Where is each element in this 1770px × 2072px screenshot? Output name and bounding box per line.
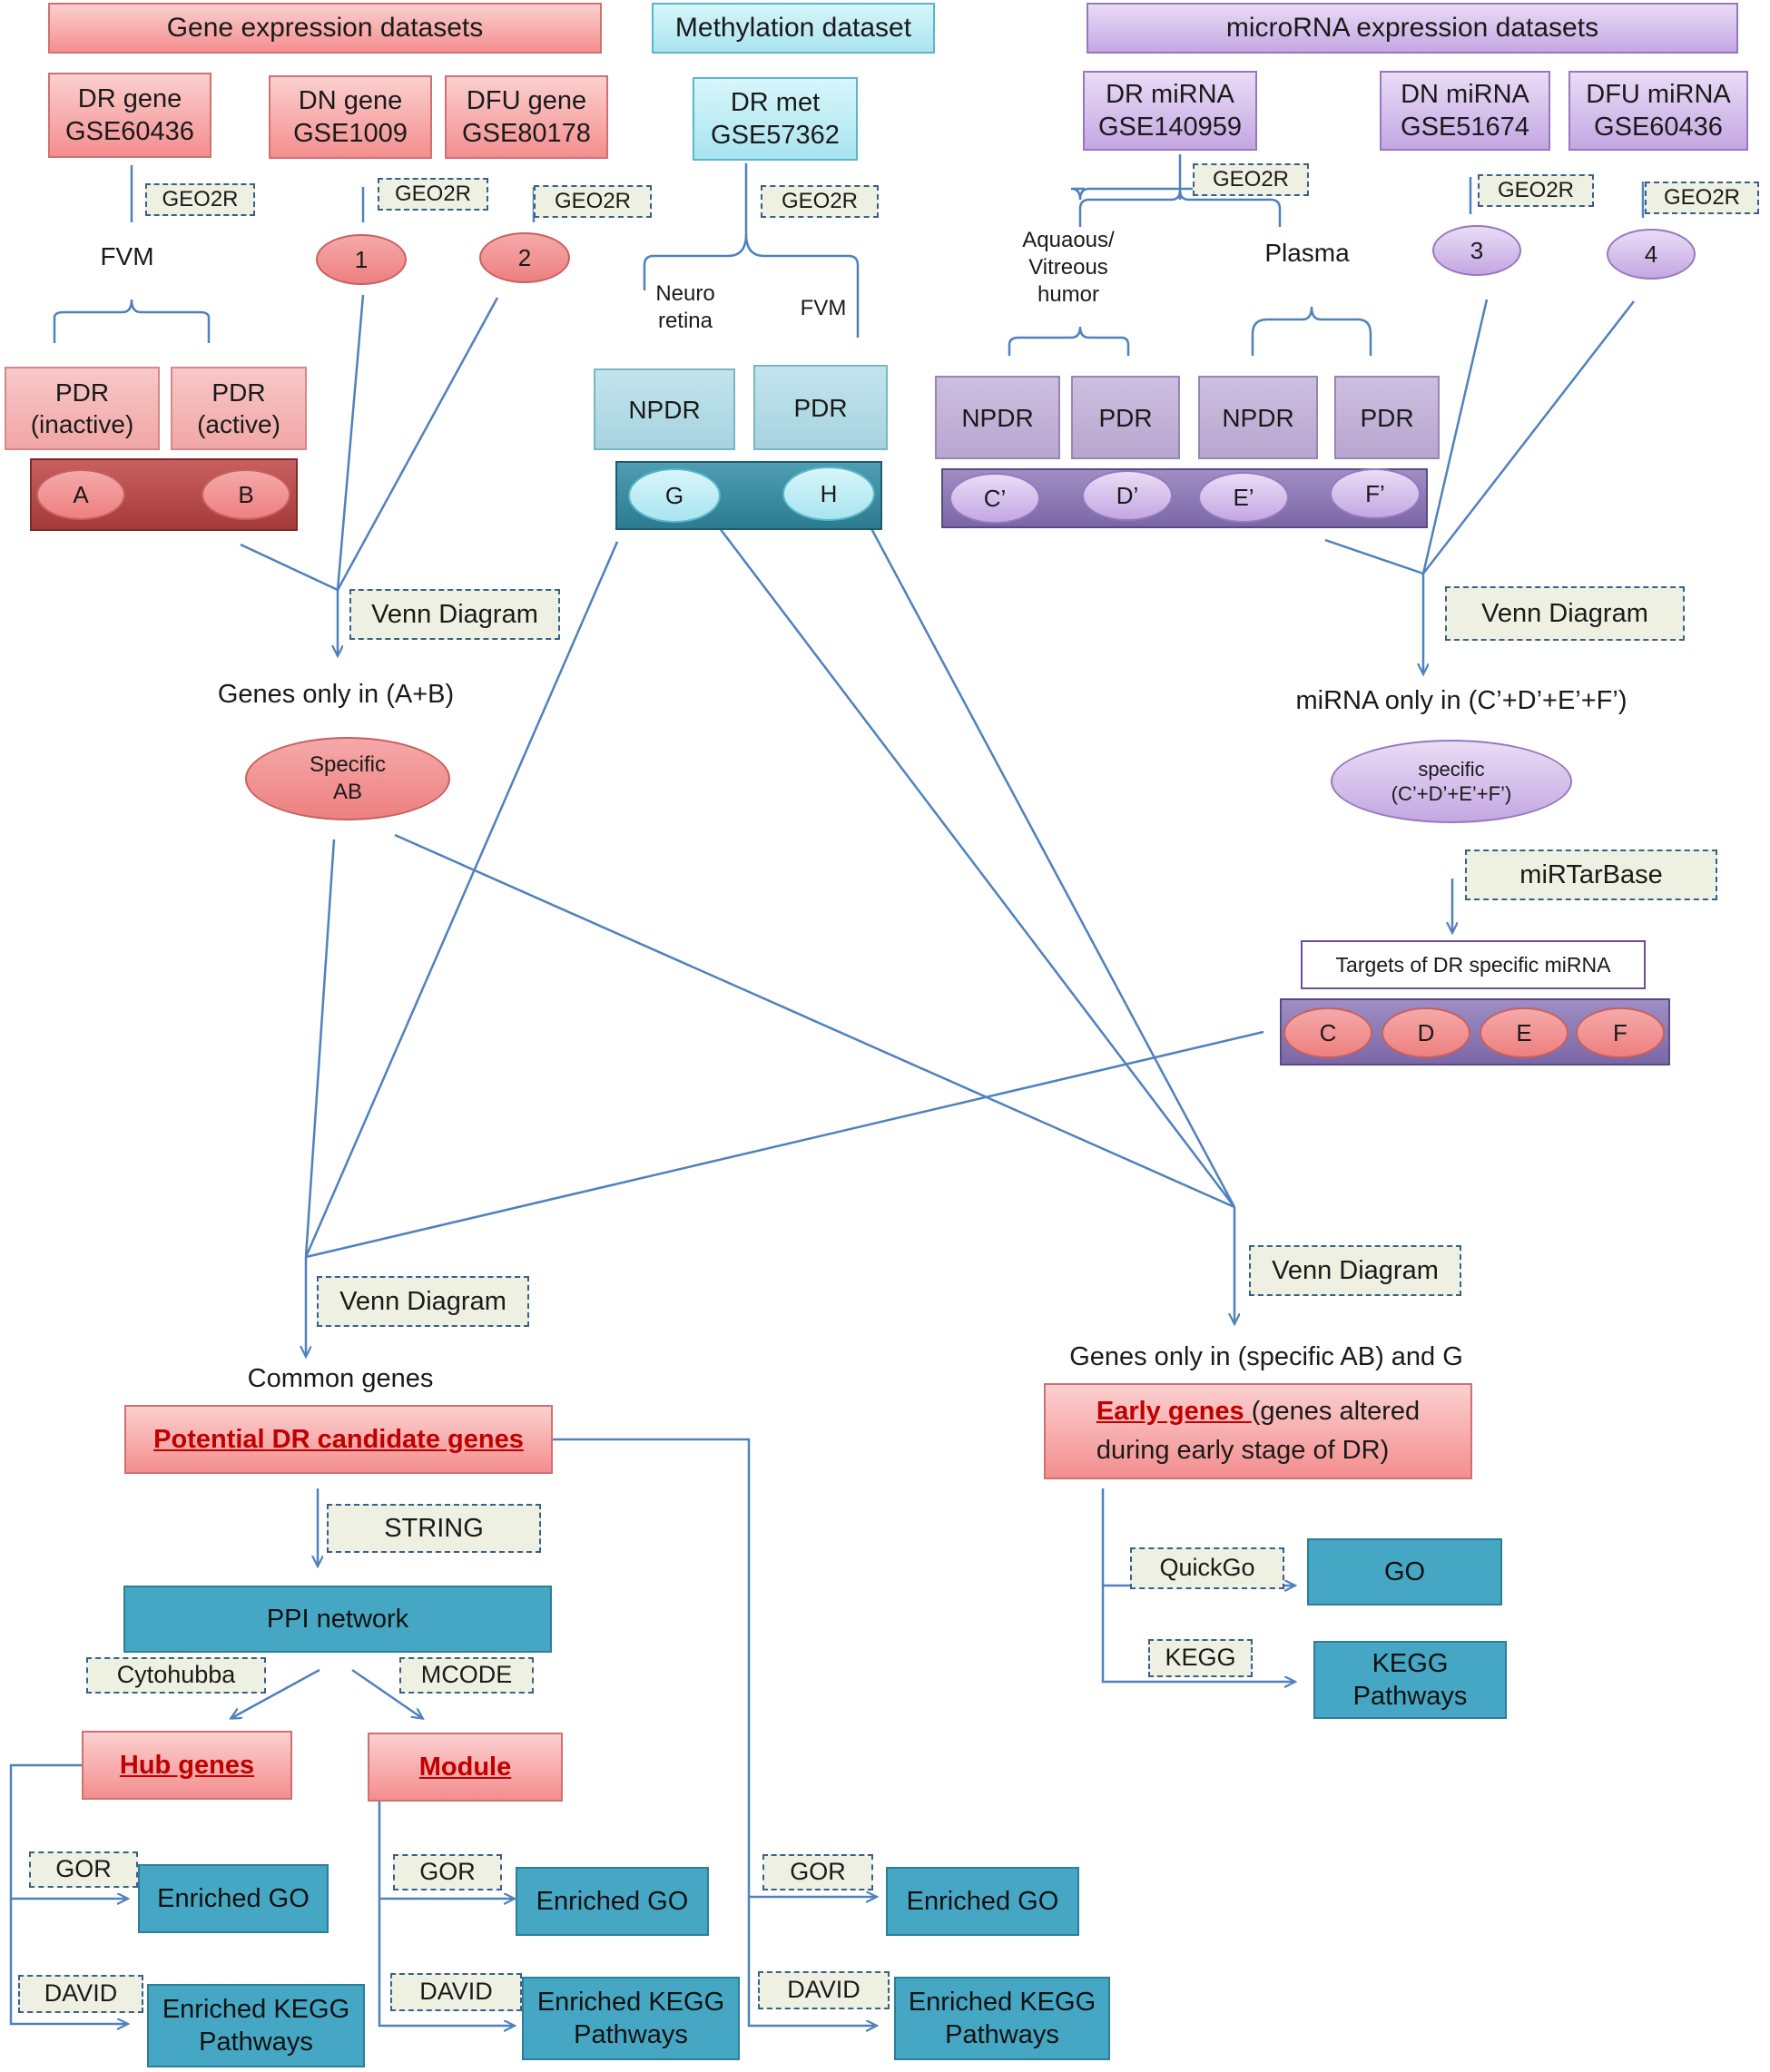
tool-geo2r: GEO2R xyxy=(1645,182,1759,214)
node-ppi-network: PPI network xyxy=(123,1586,552,1653)
dataset-dr-met: DR met GSE57362 xyxy=(693,77,858,161)
tool-geo2r: GEO2R xyxy=(1478,174,1594,207)
tool-venn-diagram: Venn Diagram xyxy=(349,589,560,640)
node-enriched-kegg: Enriched KEGG Pathways xyxy=(894,1977,1110,2060)
label-genes-only-ab-g: Genes only in (specific AB) and G xyxy=(1069,1341,1463,1371)
module-label: Module xyxy=(418,1752,512,1782)
tool-gor: GOR xyxy=(762,1854,873,1890)
marker-a: A xyxy=(36,469,125,520)
label-genes-only-ab: Genes only in (A+B) xyxy=(217,679,455,709)
marker-d: D xyxy=(1382,1007,1470,1058)
tool-geo2r: GEO2R xyxy=(534,185,652,218)
dataset-dr-gene: DR gene GSE60436 xyxy=(48,73,211,158)
label-fvm: FVM xyxy=(100,241,154,270)
marker-4: 4 xyxy=(1607,229,1696,280)
node-specific-ab: Specific AB xyxy=(245,737,450,820)
node-potential-candidates: Potential DR candidate genes xyxy=(124,1405,553,1474)
dataset-dr-mirna: DR miRNA GSE140959 xyxy=(1083,71,1257,151)
marker-f-prime: F’ xyxy=(1330,468,1421,519)
marker-f: F xyxy=(1576,1007,1665,1058)
group-pdr-plasma: PDR xyxy=(1334,376,1440,459)
node-module: Module xyxy=(368,1733,563,1802)
header-gene-expression: Gene expression datasets xyxy=(48,3,602,54)
label-aqueous-vitreous: Aquaous/ Vitreous humor xyxy=(1022,228,1115,307)
tool-venn-diagram: Venn Diagram xyxy=(1249,1245,1461,1296)
group-npdr-met: NPDR xyxy=(594,368,735,450)
tool-gor: GOR xyxy=(29,1851,138,1888)
tool-david: DAVID xyxy=(758,1971,890,2009)
marker-d-prime: D’ xyxy=(1082,470,1173,521)
marker-1: 1 xyxy=(316,234,407,285)
node-enriched-kegg: Enriched KEGG Pathways xyxy=(147,1984,365,2067)
label-common-genes: Common genes xyxy=(247,1363,434,1393)
early-genes-desc: (genes altered during early stage of DR) xyxy=(1096,1396,1421,1466)
marker-c-prime: C’ xyxy=(949,473,1040,524)
node-go: GO xyxy=(1307,1538,1502,1606)
marker-c: C xyxy=(1283,1007,1372,1058)
group-npdr-plasma: NPDR xyxy=(1198,376,1318,459)
node-enriched-kegg: Enriched KEGG Pathways xyxy=(522,1977,740,2060)
node-enriched-go: Enriched GO xyxy=(516,1867,709,1936)
group-pdr-inactive: PDR (inactive) xyxy=(5,367,160,450)
tool-geo2r: GEO2R xyxy=(145,183,255,216)
header-methylation: Methylation dataset xyxy=(652,3,935,54)
tool-geo2r: GEO2R xyxy=(378,178,488,211)
tool-david: DAVID xyxy=(18,1975,143,2013)
tool-mcode: MCODE xyxy=(399,1657,534,1694)
node-specific-cdef: specific (C’+D’+E’+F’) xyxy=(1331,740,1572,823)
node-early-genes: Early genes (genes altered during early … xyxy=(1044,1383,1472,1479)
tool-venn-diagram: Venn Diagram xyxy=(317,1276,529,1327)
tool-quickgo: QuickGo xyxy=(1130,1547,1284,1589)
tool-kegg: KEGG xyxy=(1148,1639,1253,1677)
tool-string: STRING xyxy=(327,1504,541,1553)
marker-g: G xyxy=(628,468,721,523)
potential-candidates-label: Potential DR candidate genes xyxy=(153,1424,524,1454)
tool-geo2r: GEO2R xyxy=(1193,163,1309,196)
label-mirna-only: miRNA only in (C’+D’+E’+F’) xyxy=(1295,685,1627,715)
tool-geo2r: GEO2R xyxy=(761,185,879,218)
tool-venn-diagram: Venn Diagram xyxy=(1445,586,1685,641)
marker-e: E xyxy=(1480,1007,1568,1058)
marker-3: 3 xyxy=(1432,225,1521,276)
label-fvm-met: FVM xyxy=(800,296,847,320)
node-enriched-go: Enriched GO xyxy=(138,1864,329,1933)
group-pdr-active: PDR (active) xyxy=(171,367,307,450)
marker-b: B xyxy=(202,469,290,520)
label-plasma: Plasma xyxy=(1264,238,1350,267)
marker-e-prime: E’ xyxy=(1198,472,1289,523)
header-mirna: microRNA expression datasets xyxy=(1087,3,1738,54)
tool-mirtarbase: miRTarBase xyxy=(1465,849,1717,900)
group-pdr-met: PDR xyxy=(753,365,888,450)
node-hub-genes: Hub genes xyxy=(82,1731,292,1800)
dataset-dfu-gene: DFU gene GSE80178 xyxy=(445,75,608,159)
group-pdr-aqueous: PDR xyxy=(1071,376,1180,459)
group-npdr-aqueous: NPDR xyxy=(935,376,1060,459)
early-genes-label: Early genes xyxy=(1096,1396,1252,1426)
tool-david: DAVID xyxy=(390,1973,522,2011)
hub-genes-label: Hub genes xyxy=(119,1750,255,1780)
marker-2: 2 xyxy=(479,232,570,283)
dataset-dn-mirna: DN miRNA GSE51674 xyxy=(1380,71,1550,151)
node-enriched-go: Enriched GO xyxy=(886,1867,1079,1936)
node-targets: Targets of DR specific miRNA xyxy=(1301,940,1646,989)
tool-cytohubba: Cytohubba xyxy=(86,1657,266,1694)
dataset-dfu-mirna: DFU miRNA GSE60436 xyxy=(1568,71,1748,151)
dataset-dn-gene: DN gene GSE1009 xyxy=(269,75,432,159)
marker-h: H xyxy=(782,466,875,521)
label-neuro-retina: Neuro retina xyxy=(655,281,715,333)
node-kegg-pathways: KEGG Pathways xyxy=(1313,1641,1507,1719)
tool-gor: GOR xyxy=(393,1854,502,1890)
